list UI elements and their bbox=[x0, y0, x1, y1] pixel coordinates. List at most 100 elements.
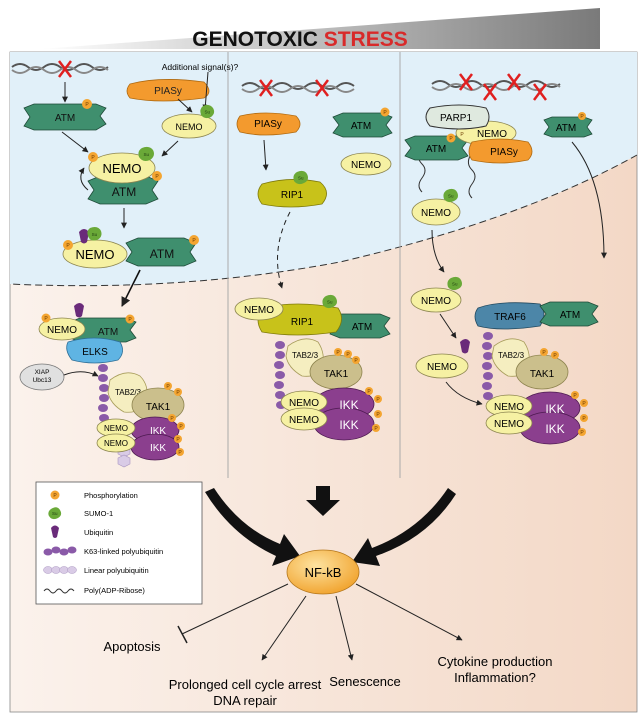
big-arrow-left bbox=[205, 488, 300, 566]
sumo-icon bbox=[443, 188, 458, 203]
nemo-a-label: NEMO bbox=[104, 424, 128, 433]
phos-letter: P bbox=[460, 132, 464, 138]
phos-icon bbox=[344, 350, 352, 358]
phos-icon bbox=[41, 313, 51, 323]
phos-icon bbox=[446, 133, 456, 143]
nemo-protein bbox=[340, 152, 392, 176]
nemo-protein bbox=[88, 152, 156, 184]
phos-icon bbox=[578, 428, 586, 436]
arrow-cytokine bbox=[355, 583, 463, 641]
phos-icon bbox=[168, 414, 176, 422]
rip1-c-label: RIP1 bbox=[291, 317, 314, 328]
phos-icon bbox=[551, 351, 559, 359]
phos-icon bbox=[152, 171, 162, 181]
dna-break-icon bbox=[11, 60, 109, 78]
phos-icon bbox=[374, 410, 382, 418]
phos-letter: P bbox=[374, 426, 378, 432]
ubiquitin-icon bbox=[74, 303, 84, 318]
atm-protein bbox=[539, 301, 599, 327]
tak1-label: TAK1 bbox=[146, 402, 171, 413]
phos-icon bbox=[174, 388, 182, 396]
phos-icon bbox=[125, 314, 135, 324]
ubiquitin-icon bbox=[79, 229, 89, 244]
phos-icon bbox=[177, 422, 185, 430]
phos-letter: P bbox=[166, 384, 170, 390]
sumo-letter: Su bbox=[204, 110, 210, 115]
atm-protein bbox=[125, 237, 197, 267]
outcome-senescence: Senescence bbox=[329, 674, 401, 689]
legend-k63-icon bbox=[43, 546, 77, 556]
outcome-apoptosis: Apoptosis bbox=[103, 639, 161, 654]
phos-icon bbox=[88, 152, 98, 162]
arrow-senescence bbox=[335, 595, 354, 661]
ikk-b-label: IKK bbox=[545, 422, 564, 436]
sumo-letter: Su bbox=[448, 194, 454, 199]
phos-letter: P bbox=[582, 401, 586, 407]
nemo-c-label: NEMO bbox=[244, 305, 274, 316]
phos-letter: P bbox=[376, 397, 380, 403]
ikk-a-label: IKK bbox=[150, 426, 166, 437]
phos-letter: P bbox=[336, 350, 340, 356]
nuclear-envelope bbox=[9, 154, 638, 287]
nfkb-label: NF-kB bbox=[305, 565, 342, 580]
nemo-b-label: NEMO bbox=[104, 439, 128, 448]
atm-cyto-label: ATM bbox=[98, 327, 118, 338]
legend-linear-icon bbox=[43, 566, 77, 574]
nfkb-node bbox=[286, 549, 360, 595]
ikk-b-label: IKK bbox=[150, 443, 166, 454]
phos-letter: P bbox=[170, 416, 174, 422]
legend-par-icon bbox=[43, 588, 75, 594]
atm-c-label: ATM bbox=[352, 322, 372, 333]
phos-icon bbox=[352, 356, 360, 364]
sumo-icon bbox=[447, 276, 462, 291]
arrow-arrest bbox=[261, 595, 307, 661]
nemo-label: NEMO bbox=[351, 160, 381, 171]
xiap-ubc13-node bbox=[19, 363, 65, 391]
sumo-letter: Su bbox=[327, 300, 333, 305]
piasy-protein bbox=[468, 138, 533, 164]
phos-icon bbox=[63, 240, 73, 250]
nemo-protein bbox=[234, 297, 284, 321]
phos-icon bbox=[82, 99, 92, 109]
phos-letter: P bbox=[383, 110, 387, 116]
k63-polyubiquitin-chain bbox=[98, 364, 109, 422]
atm-protein bbox=[23, 103, 107, 131]
phos-letter: P bbox=[346, 352, 350, 358]
nemo-protein bbox=[280, 407, 328, 431]
panel-3: ATM NEMO PIASy PARP1 ATM NEMO NEMO TRAF6… bbox=[404, 73, 607, 445]
phos-letter: P bbox=[91, 155, 95, 161]
phos-icon bbox=[372, 424, 380, 432]
elks-protein bbox=[66, 337, 123, 364]
nemo-ub-label: NEMO bbox=[427, 362, 457, 373]
ikk-a-label: IKK bbox=[545, 402, 564, 416]
traf6-protein bbox=[474, 302, 545, 330]
k63-polyubiquitin-chain bbox=[482, 332, 493, 400]
nemo-b-label: NEMO bbox=[494, 419, 524, 430]
sumo-icon bbox=[138, 146, 154, 161]
legend-phos-icon bbox=[50, 490, 60, 500]
dna-break-icon bbox=[241, 79, 355, 97]
atm-protein bbox=[543, 116, 593, 138]
legend-item: K63-linked polyubiquitin bbox=[84, 547, 163, 556]
nemo-protein bbox=[96, 433, 136, 453]
nemo-protein bbox=[485, 411, 533, 435]
legend-item: SUMO-1 bbox=[84, 509, 113, 518]
phos-icon bbox=[580, 414, 588, 422]
phos-letter: P bbox=[367, 389, 371, 395]
nemo-su-label: NEMO bbox=[421, 208, 451, 219]
phos-icon bbox=[174, 435, 182, 443]
title-part2: STRESS bbox=[324, 28, 408, 51]
outcome-cytokine-2: Inflammation? bbox=[454, 670, 536, 685]
phos-letter: P bbox=[376, 412, 380, 418]
tab-label: TAB2/3 bbox=[115, 388, 142, 397]
phos-letter: P bbox=[354, 358, 358, 364]
parp1-protein bbox=[425, 104, 490, 130]
atm-r-label: ATM bbox=[556, 123, 576, 134]
phos-icon bbox=[540, 348, 548, 356]
outcome-arrest-2: DNA repair bbox=[213, 693, 277, 708]
big-arrow-center bbox=[306, 486, 340, 516]
atm-label: ATM bbox=[55, 113, 75, 124]
phos-letter: P bbox=[66, 243, 70, 249]
outcome-arrest-1: Prolonged cell cycle arrest bbox=[169, 677, 322, 692]
